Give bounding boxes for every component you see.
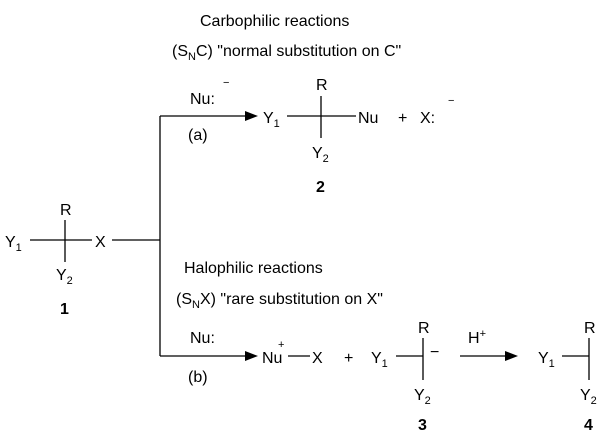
arrow-a-label: (a) — [188, 127, 208, 144]
compound-3: R Y1 − Y2 3 — [371, 320, 439, 434]
arrow-h-reagent: H+ — [468, 328, 486, 347]
compound-3-y2: Y2 — [414, 387, 431, 407]
compound-3-y1: Y1 — [371, 350, 388, 370]
compound-3-number: 3 — [418, 417, 427, 434]
compound-4-y1: Y1 — [538, 350, 555, 370]
carbophilic-mechanism: (SNC) "normal substitution on C" — [172, 43, 401, 63]
compound-4-r: R — [584, 320, 596, 337]
compound-1-number: 1 — [60, 301, 69, 318]
compound-3-charge: − — [430, 344, 439, 361]
compound-1-r: R — [60, 202, 72, 219]
halophilic-heading: Halophilic reactions — [184, 260, 323, 277]
arrow-b-label: (b) — [188, 369, 208, 386]
leaving-group: X: — [420, 110, 435, 127]
leaving-group-charge: − — [448, 95, 454, 107]
arrow-a-reagent: Nu: — [190, 91, 215, 108]
arrow-b-reagent: Nu: — [190, 330, 215, 347]
compound-4: R Y1 Y2 4 — [538, 320, 597, 434]
compound-4-number: 4 — [584, 417, 593, 434]
nu-x-x: X — [312, 350, 323, 367]
compound-2-nu: Nu — [358, 110, 378, 127]
arrow-a-reagent-charge: − — [223, 77, 229, 89]
nu-x-nu: Nu — [262, 350, 282, 367]
compound-1-x: X — [95, 234, 106, 251]
arrow-b-head — [245, 351, 258, 361]
plus-sign-a: + — [398, 110, 407, 127]
arrow-a-head — [245, 111, 258, 121]
compound-4-y2: Y2 — [580, 387, 597, 407]
compound-2-y1: Y1 — [263, 110, 280, 130]
compound-2-y2: Y2 — [312, 145, 329, 165]
compound-1-y2: Y2 — [56, 267, 73, 287]
compound-2-r: R — [316, 77, 328, 94]
arrow-h-head — [505, 351, 518, 361]
nu-x-adduct: Nu + X — [262, 339, 323, 367]
compound-1-y1: Y1 — [5, 234, 22, 254]
halophilic-mechanism: (SNX) "rare substitution on X" — [176, 291, 383, 311]
compound-3-r: R — [418, 320, 430, 337]
carbophilic-heading: Carbophilic reactions — [200, 13, 349, 30]
compound-2-number: 2 — [316, 179, 325, 196]
compound-1: R Y1 X Y2 1 — [5, 202, 106, 318]
nu-x-charge: + — [278, 339, 284, 351]
compound-2: R Y1 Nu Y2 2 — [263, 77, 378, 196]
plus-sign-b: + — [344, 350, 353, 367]
